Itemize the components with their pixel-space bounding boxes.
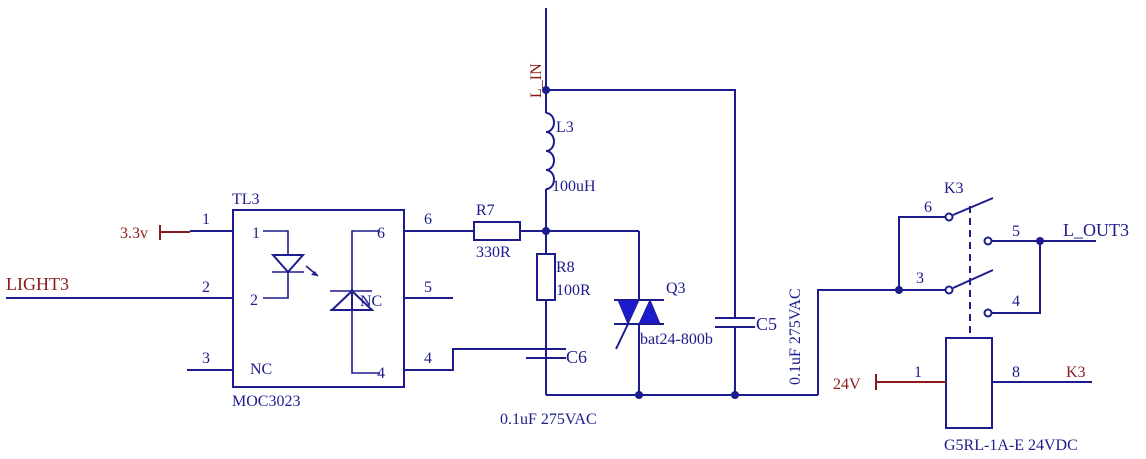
- r7-value: 330R: [476, 244, 511, 261]
- optocoupler-body: [232, 209, 405, 388]
- junction-dot: [542, 86, 550, 94]
- relay-coil-net-label: K3: [1066, 364, 1086, 381]
- r8-ref: R8: [556, 259, 575, 276]
- opto-pin6-number: 6: [424, 211, 432, 228]
- power-3v3-label: 3.3v: [120, 225, 148, 242]
- inductor-ref: L3: [556, 119, 574, 136]
- relay-ref: K3: [944, 180, 964, 197]
- opto-inner-pin2: 2: [250, 292, 258, 309]
- power-port-24v: 24V: [833, 374, 946, 393]
- triac-q3: [614, 298, 664, 350]
- opto-inner-pin4: 4: [377, 365, 385, 382]
- relay-pin1-number: 1: [914, 364, 922, 381]
- relay-pin6-number: 6: [924, 199, 932, 216]
- junction-dot: [1036, 237, 1044, 245]
- junction-dot: [542, 227, 550, 235]
- optocoupler-ref: TL3: [232, 191, 260, 208]
- relay-pin3-number: 3: [916, 270, 924, 287]
- diac-icon: [329, 230, 380, 374]
- r8-value: 100R: [556, 282, 591, 299]
- c5-ref: C5: [756, 314, 777, 334]
- opto-pin1-number: 1: [202, 211, 210, 228]
- opto-inner-pin6: 6: [377, 225, 385, 242]
- relay-k3[interactable]: [944, 197, 994, 429]
- led-icon: [263, 230, 319, 299]
- relay-pin8-number: 8: [1012, 364, 1020, 381]
- inductor-l3: [545, 112, 555, 190]
- capacitor-c6: [526, 348, 566, 359]
- power-port-3v3: 3.3v: [120, 225, 190, 242]
- triac-ref: Q3: [666, 280, 686, 297]
- opto-pin5-number: 5: [424, 279, 432, 296]
- opto-pin3-number: 3: [202, 350, 210, 367]
- c6-value: 0.1uF 275VAC: [500, 411, 597, 428]
- line-out-label: L_OUT3: [1063, 220, 1129, 240]
- light-net-label: LIGHT3: [6, 274, 69, 294]
- junction-dot: [895, 286, 903, 294]
- resistor-r8: [536, 253, 556, 301]
- opto-pin4-number: 4: [424, 350, 432, 367]
- relay-part: G5RL-1A-E 24VDC: [944, 437, 1078, 454]
- c6-ref: C6: [566, 347, 587, 367]
- capacitor-c5: [715, 317, 755, 328]
- opto-nc-label-a: NC: [250, 361, 272, 378]
- junction-dot: [635, 391, 643, 399]
- power-24v-label: 24V: [833, 376, 861, 393]
- c5-value: 0.1uF 275VAC: [787, 288, 804, 385]
- resistor-r7: [473, 221, 521, 241]
- junction-dot: [731, 391, 739, 399]
- optocoupler-tl3[interactable]: TL3 MOC3023 1 2 NC NC 6 4: [232, 191, 405, 410]
- line-in-label: L_IN: [528, 63, 545, 98]
- triac-part: bat24-800b: [640, 331, 713, 348]
- relay-pin5-number: 5: [1012, 223, 1020, 240]
- inductor-value: 100uH: [552, 178, 596, 195]
- optocoupler-part: MOC3023: [232, 393, 300, 410]
- opto-inner-pin1: 1: [252, 225, 260, 242]
- relay-pin4-number: 4: [1012, 293, 1020, 310]
- opto-pin2-number: 2: [202, 279, 210, 296]
- opto-nc-label-b: NC: [360, 293, 382, 310]
- r7-ref: R7: [476, 202, 495, 219]
